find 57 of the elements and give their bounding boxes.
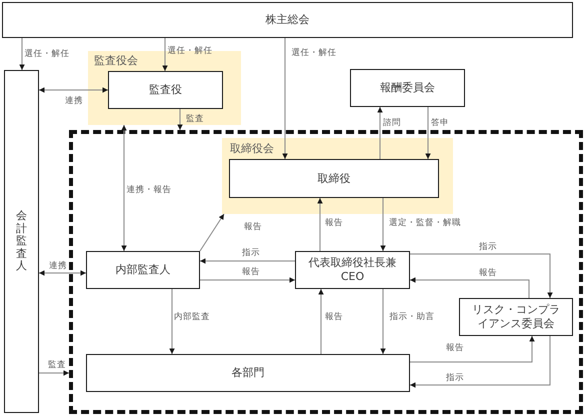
edge-label: 監査	[48, 360, 66, 370]
connector-arrow	[410, 277, 530, 298]
entity-box: 各部門	[86, 354, 410, 392]
connector-arrow	[410, 254, 553, 298]
entity-box: 報酬委員会	[350, 69, 465, 107]
edge-label: 指示	[479, 242, 497, 252]
edge-label: 選任・解任	[24, 48, 70, 60]
entity-box: 代表取締役社長兼CEO	[295, 251, 410, 289]
connector-arrow	[38, 270, 86, 276]
edge-label: 選任・解任	[168, 46, 212, 56]
dashed-frame	[69, 130, 583, 414]
edge-label: 選任・解任	[292, 48, 336, 58]
entity-box: 会計監査人	[4, 70, 39, 413]
connector-arrow	[38, 370, 70, 376]
connector-arrow	[282, 38, 288, 160]
connector-arrow	[162, 38, 168, 72]
edge-label: 連携	[65, 96, 83, 106]
entity-box: 株主総会	[2, 2, 573, 38]
connector-arrow	[200, 258, 296, 264]
connector-arrow	[377, 106, 383, 160]
edge-label: 報告	[244, 222, 262, 232]
connector-arrow	[425, 106, 431, 160]
entity-box: 取締役	[229, 159, 439, 198]
edge-label: 選定・監督・解職	[389, 218, 461, 228]
connector-arrow	[200, 214, 224, 252]
connector-arrow	[380, 288, 386, 354]
edge-label: 報告	[242, 266, 260, 278]
entity-box: リスク・コンプライアンス委員会	[459, 298, 573, 336]
connector-arrow	[121, 124, 127, 252]
edge-label: 報告	[325, 218, 343, 228]
connector-arrow	[410, 336, 535, 362]
band-title: 監査役会	[94, 54, 138, 68]
entity-box: 内部監査人	[86, 251, 200, 289]
edge-label: 内部監査	[174, 312, 210, 322]
connector-arrow	[380, 198, 386, 252]
connector-arrow	[317, 198, 323, 252]
connector-arrow	[318, 288, 324, 354]
edge-label: 指示	[446, 372, 464, 384]
committee-band	[222, 138, 453, 214]
edge-label: 指示	[242, 248, 260, 258]
edge-label: 連携	[49, 260, 67, 272]
edge-label: 報告	[446, 342, 464, 354]
connector-arrow	[169, 288, 175, 354]
edge-label: 報告	[479, 268, 497, 278]
edge-label: 諮問	[383, 118, 401, 128]
connector-arrow	[410, 336, 550, 388]
edge-label: 連携・報告	[126, 184, 172, 196]
connector-arrow	[177, 108, 183, 130]
edge-label: 監査	[186, 114, 204, 124]
edge-label: 指示・助言	[390, 312, 434, 322]
connector-arrow	[200, 277, 296, 283]
connector-arrow	[38, 87, 108, 93]
connector-arrow	[19, 38, 25, 70]
edge-label: 報告	[325, 312, 343, 322]
edge-label: 答申	[431, 118, 449, 128]
band-title: 取締役会	[230, 142, 274, 156]
entity-box: 監査役	[108, 71, 223, 109]
